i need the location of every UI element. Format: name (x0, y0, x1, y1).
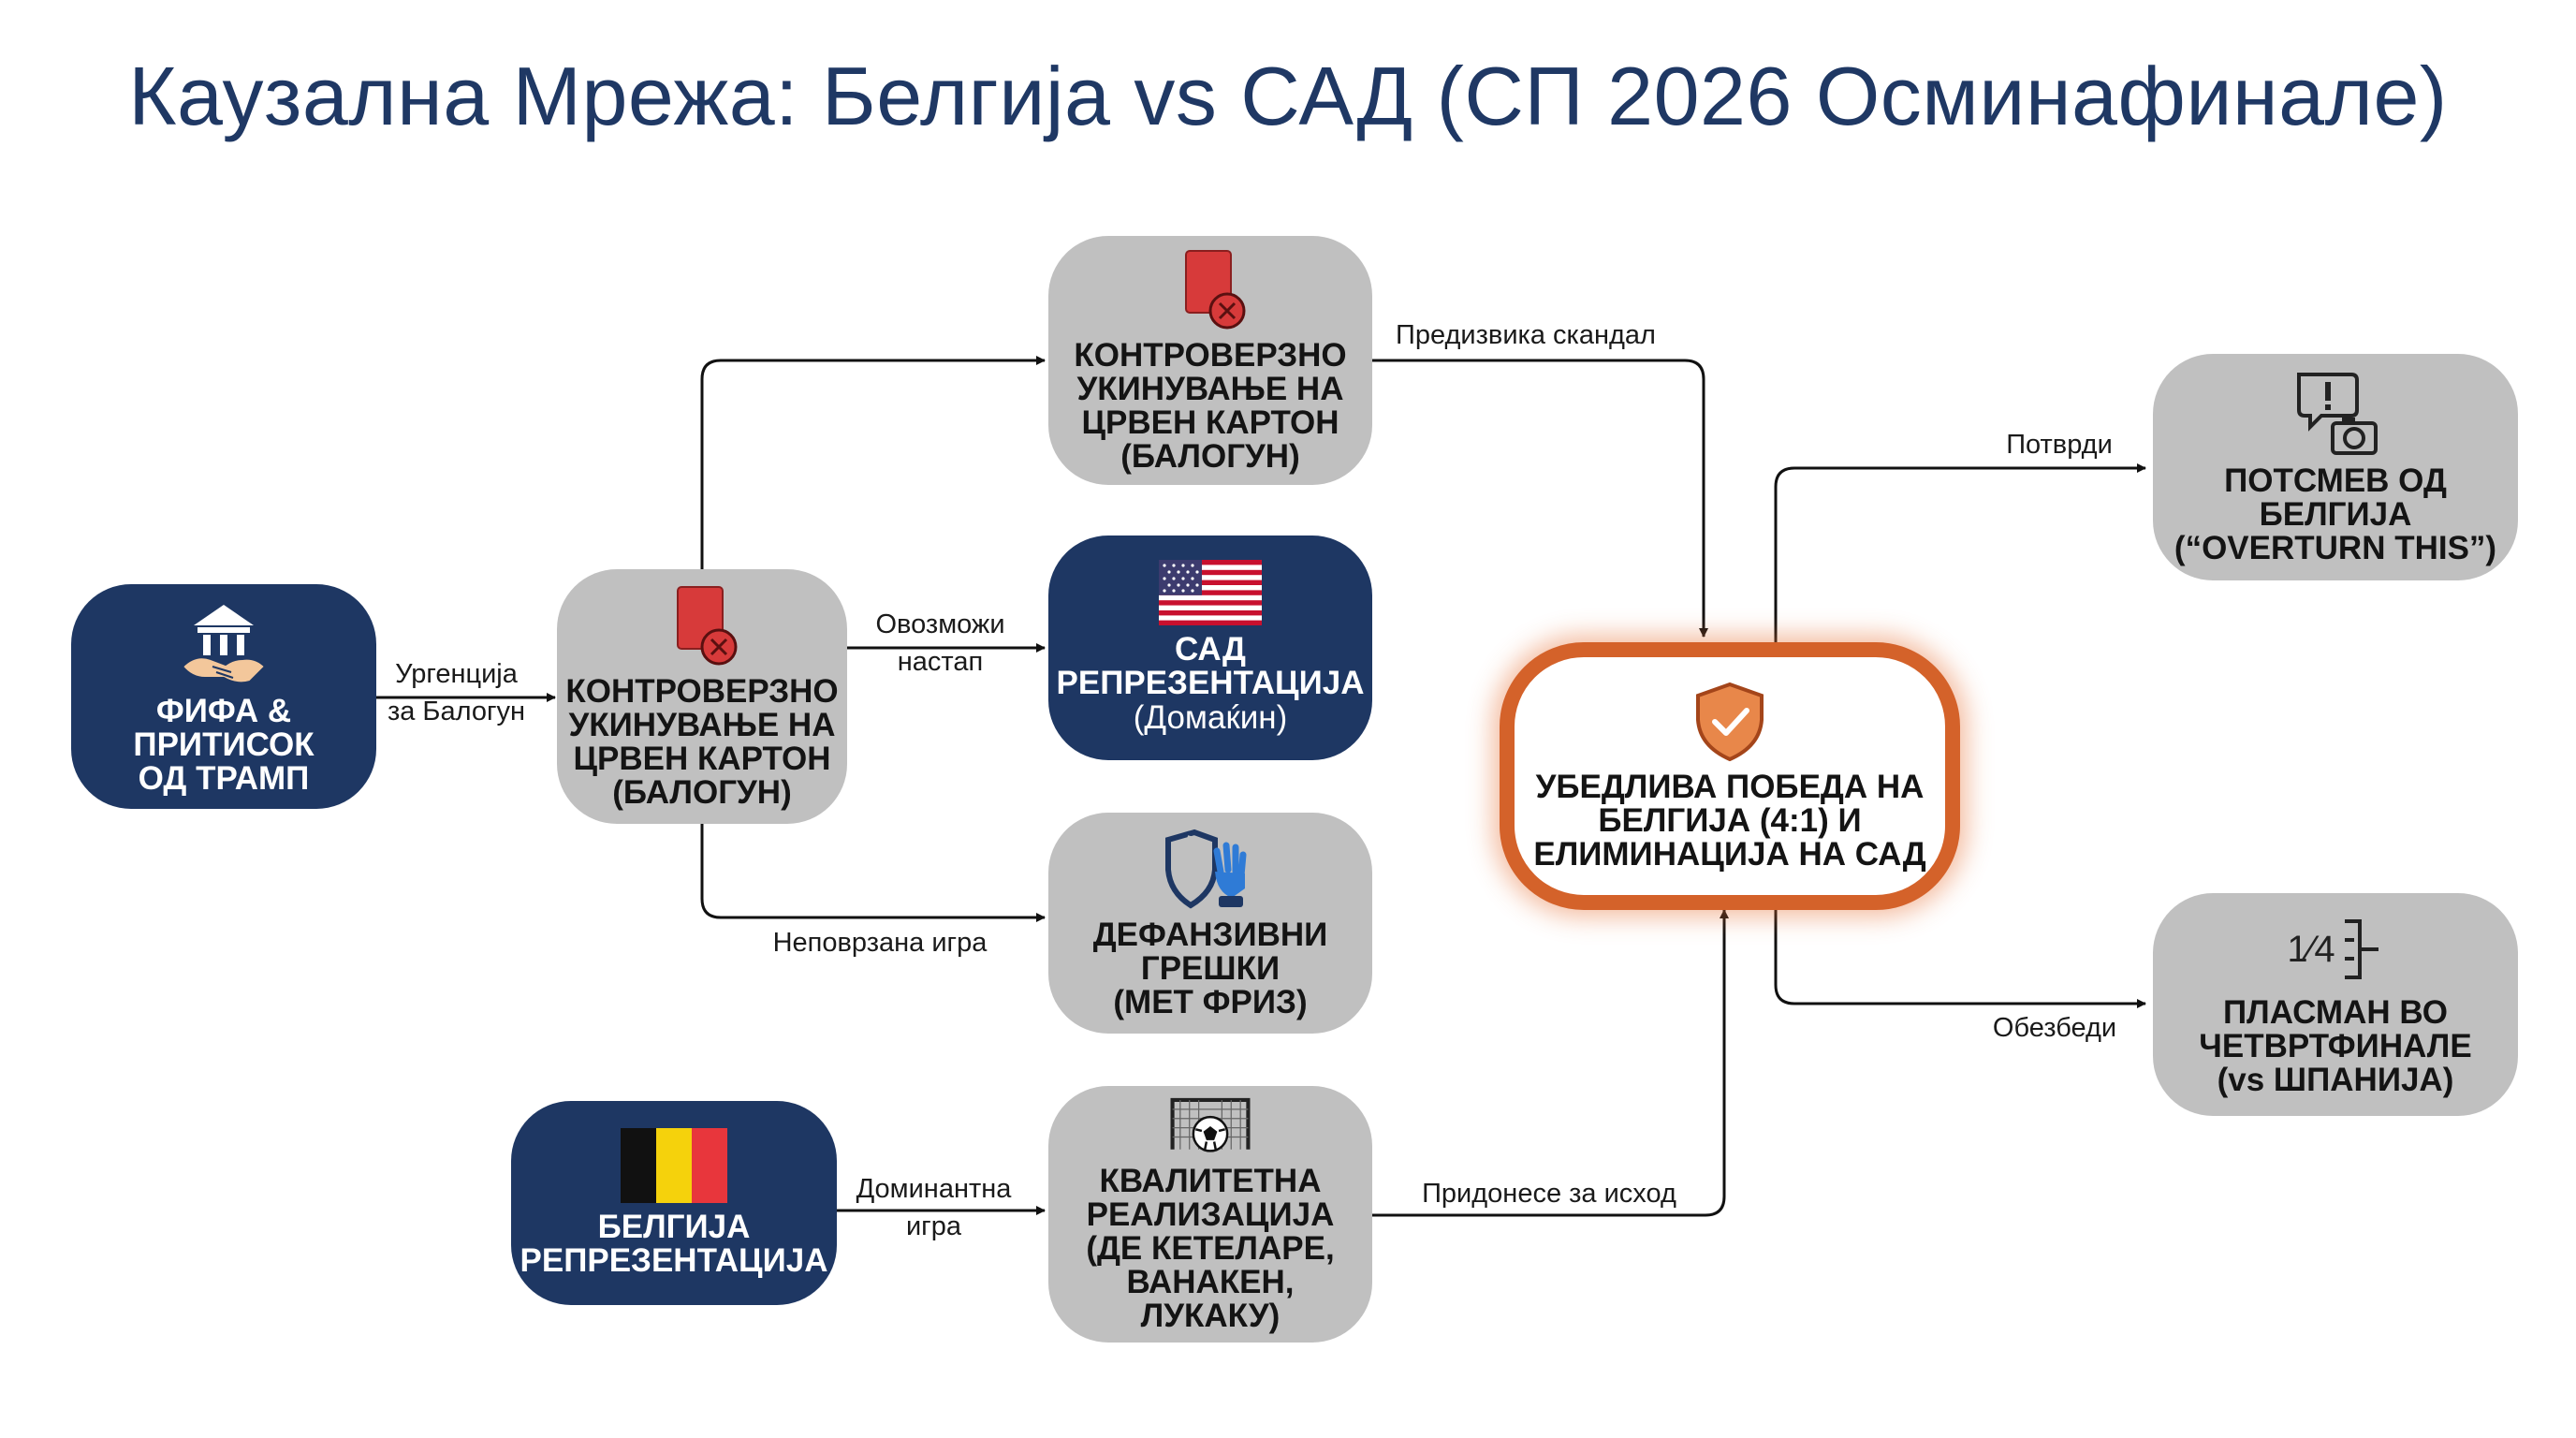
node-outcome-belgium-win: УБЕДЛИВА ПОБЕДА НА БЕЛГИЈА (4:1) И ЕЛИМИ… (1500, 642, 1960, 910)
usa-flag-icon (1159, 560, 1262, 625)
belgium-flag-icon (621, 1128, 727, 1203)
node-belgium-team: БЕЛГИЈА РЕПРЕЗЕНТАЦИЈА (511, 1101, 837, 1305)
node-label: ПЛАСМАН ВО ЧЕТВРТФИНАЛЕ (vs ШПАНИЈА) (2199, 994, 2472, 1098)
edge-finishing-to-outcome (1368, 909, 1729, 1217)
edge-redcard-to-defense (700, 816, 1046, 922)
red-card-icon (1185, 250, 1246, 330)
red-card-icon (677, 586, 738, 666)
institution-handshake-icon (181, 605, 267, 684)
edge-redcard-to-topcard (700, 356, 1046, 569)
node-label: КВАЛИТЕТНА РЕАЛИЗАЦИЈА (ДЕ КЕТЕЛАРЕ, ВАН… (1086, 1163, 1335, 1334)
node-fifa-trump-pressure: ФИФА & ПРИТИСОК ОД ТРАМП (71, 584, 376, 809)
node-label: САД РЕПРЕЗЕНТАЦИЈА (1056, 631, 1365, 701)
node-red-card-revoked-center: КОНТРОВЕРЗНО УКИНУВАЊЕ НА ЦРВЕН КАРТОН (… (557, 569, 847, 824)
page-title: Каузална Мрежа: Белгија vs САД (СП 2026 … (128, 50, 2448, 142)
edge-label-caused-scandal: Предизвика скандал (1396, 320, 1656, 350)
edge-label-enabled-appearance: Овозможи настап (875, 609, 1005, 677)
soccer-goal-icon (1170, 1097, 1251, 1152)
node-label: ДЕФАНЗИВНИ ГРЕШКИ (МЕТ ФРИЗ) (1092, 917, 1328, 1020)
edge-outcome-to-mockery (1774, 463, 2146, 642)
node-quality-finishing: КВАЛИТЕТНА РЕАЛИЗАЦИЈА (ДЕ КЕТЕЛАРЕ, ВАН… (1048, 1086, 1372, 1343)
node-label: ПОТСМЕВ ОД БЕЛГИЈА (“OVERTURN THIS”) (2174, 462, 2497, 566)
edge-label-unrelated-play: Неповрзана игра (772, 928, 988, 958)
edge-label-contributed: Придонесе за исход (1422, 1179, 1676, 1209)
node-quarterfinal-placement: 1⁄4 ПЛАСМАН ВО ЧЕТВРТФИНАЛЕ (vs ШПАНИЈА) (2153, 893, 2518, 1116)
node-usa-team: САД РЕПРЕЗЕНТАЦИЈА (Домаќин) (1048, 536, 1372, 760)
broken-shield-glove-icon (1165, 829, 1247, 909)
node-label: КОНТРОВЕРЗНО УКИНУВАЊЕ НА ЦРВЕН КАРТОН (… (1074, 337, 1347, 475)
edge-label-secured: Обезбеди (1992, 1013, 2117, 1043)
quarter-bracket-icon: 1⁄4 (2287, 912, 2383, 987)
edge-outcome-to-quarterfinal (1774, 899, 2146, 1008)
node-label: ФИФА & ПРИТИСОК ОД ТРАМП (133, 693, 315, 797)
edge-label-urgency: Ургенција за Балогун (387, 659, 526, 726)
bracket-fraction-text: 1⁄4 (2287, 928, 2335, 970)
alert-camera-icon (2297, 373, 2378, 455)
node-label: КОНТРОВЕРЗНО УКИНУВАЊЕ НА ЦРВЕН КАРТОН (… (565, 673, 839, 811)
node-defensive-errors: ДЕФАНЗИВНИ ГРЕШКИ (МЕТ ФРИЗ) (1048, 813, 1372, 1034)
node-sublabel: (Домаќин) (1133, 699, 1288, 736)
node-label: БЕЛГИЈА РЕПРЕЗЕНТАЦИЈА (520, 1209, 828, 1279)
node-label: УБЕДЛИВА ПОБЕДА НА БЕЛГИЈА (4:1) И ЕЛИМИ… (1533, 769, 1926, 873)
edge-topcard-to-outcome (1368, 359, 1708, 638)
edge-label-dominant-play: Доминантна игра (856, 1174, 1012, 1241)
node-belgium-mockery: ПОТСМЕВ ОД БЕЛГИЈА (“OVERTURN THIS”) (2153, 354, 2518, 580)
shield-check-icon (1696, 682, 1764, 762)
edge-label-confirmed: Потврди (2006, 430, 2113, 460)
node-red-card-revoked-top: КОНТРОВЕРЗНО УКИНУВАЊЕ НА ЦРВЕН КАРТОН (… (1048, 236, 1372, 485)
